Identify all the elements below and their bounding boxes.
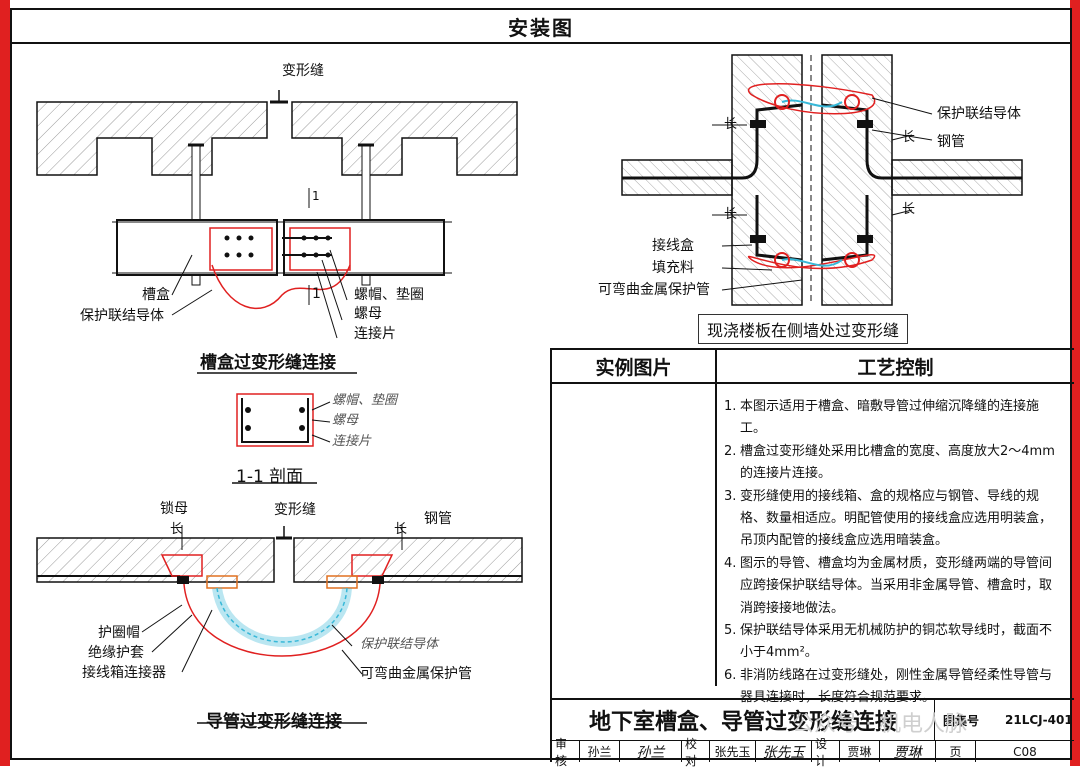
fig4-steel-pipe-label: 钢管	[937, 134, 965, 150]
check-name: 张先玉	[710, 741, 756, 762]
fig2-nut-label: 螺母	[332, 413, 359, 428]
note-item: 4.图示的导管、槽盒均为金属材质，变形缝两端的导管间应跨接保护联结导体。当采用非…	[724, 555, 1053, 616]
fig3-lock-nut-label: 锁母	[160, 501, 188, 517]
right-red-margin	[1070, 0, 1080, 766]
fig3-leaders	[141, 604, 363, 675]
fig1-cut-mark-top: 1	[312, 189, 320, 203]
fig4-dim-1: 长	[724, 117, 738, 132]
design-name: 贾琳	[840, 741, 880, 762]
fig1-leaders	[171, 249, 348, 339]
check-signature: 张先玉	[756, 741, 812, 762]
process-notes: 1.本图示适用于槽盒、暗敷导管过伸缩沉降缝的连接施工。 2.槽盒过变形缝处采用比…	[724, 396, 1064, 710]
fig4-dim-2: 长	[902, 130, 916, 145]
fig1-caption: 槽盒过变形缝连接	[200, 353, 336, 373]
fig1-trunk-label: 槽盒	[142, 287, 170, 303]
fig3-insulating-sleeve-label: 绝缘护套	[88, 645, 144, 661]
watermark: 公众号 · 机电人脉	[792, 712, 967, 737]
note-item: 3.变形缝使用的接线箱、盒的规格应与钢管、导线的规格、数量相适应。明配管使用的接…	[724, 488, 1053, 549]
design-signature: 贾琳	[880, 741, 936, 762]
drawing-canvas	[36, 54, 1023, 724]
photo-area	[552, 382, 717, 686]
page-key: 页	[936, 741, 976, 762]
atlas-label: 图集号	[943, 713, 980, 728]
fig1-link-plate-label: 连接片	[354, 326, 396, 342]
fig1-bond-label: 保护联结导体	[80, 308, 164, 324]
fig2-section	[236, 393, 331, 447]
photo-header: 实例图片	[552, 350, 717, 382]
note-item: 1.本图示适用于槽盒、暗敷导管过伸缩沉降缝的连接施工。	[724, 399, 1040, 437]
drawing-title: 地下室槽盒、导管过变形缝连接	[552, 700, 935, 740]
note-item: 5.保护联结导体采用无机械防护的铜芯软导线时，截面不小于4mm²。	[724, 623, 1053, 661]
fig3-dim-left: 长	[170, 522, 184, 537]
atlas-number: 21LCJ-401	[1005, 713, 1073, 727]
fig4-junction-box-label: 接线盒	[652, 238, 694, 254]
review-signature: 孙兰	[620, 741, 682, 762]
approval-row: 审核 孙兰 孙兰 校对 张先玉 张先玉 设计 贾琳 贾琳 页 C08	[552, 737, 1074, 768]
fig3-slab	[36, 526, 523, 583]
fig4-filler-label: 填充料	[652, 260, 694, 276]
review-key: 审核	[552, 737, 580, 768]
fig4-caption: 现浇楼板在侧墙处过变形缝	[698, 314, 909, 344]
fig4-conduits	[622, 83, 1022, 270]
title-block: 地下室槽盒、导管过变形缝连接 图集号 21LCJ-401 审核 孙兰 孙兰 校对…	[552, 698, 1074, 768]
drawing-sheet: 安装图	[10, 8, 1074, 768]
fig1-cut-mark-bottom: 1	[312, 286, 321, 302]
fig4-walls	[621, 54, 1023, 306]
note-item: 2.槽盒过变形缝处采用比槽盒的宽度、高度放大2～4mm的连接片连接。	[724, 443, 1055, 482]
process-header: 工艺控制	[857, 356, 934, 379]
review-name: 孙兰	[580, 741, 620, 762]
fig3-joint-label: 变形缝	[274, 502, 316, 518]
page-number: C08	[1013, 744, 1037, 759]
atlas-number-block: 图集号 21LCJ-401	[935, 700, 1074, 740]
fig3-steel-pipe-label: 钢管	[424, 511, 452, 527]
fig2-nut-washer-label: 螺帽、垫圈	[332, 393, 398, 408]
panel-header: 实例图片 工艺控制	[552, 350, 1074, 384]
fig2-caption: 1-1 剖面	[236, 467, 304, 487]
fig4-flex-conduit-label: 可弯曲金属保护管	[598, 282, 710, 298]
fig3-conduit	[37, 525, 522, 657]
left-red-margin	[0, 0, 10, 766]
fig4-dim-3: 长	[724, 207, 738, 222]
fig4-bond-label: 保护联结导体	[937, 106, 1021, 122]
fig1-joint-label: 变形缝	[282, 63, 324, 79]
fig1-trunking	[112, 188, 452, 310]
note-item: 6.非消防线路在过变形缝处，刚性金属导管经柔性导管与器具连接时，长度符合规范要求…	[724, 667, 1053, 706]
fig2-link-plate-label: 连接片	[332, 434, 372, 449]
fig3-bond-label: 保护联结导体	[360, 637, 439, 652]
fig3-flex-conduit-label: 可弯曲金属保护管	[360, 666, 472, 682]
fig4-dim-4: 长	[902, 202, 916, 217]
fig3-box-connector-label: 接线箱连接器	[82, 665, 166, 681]
sheet-title: 安装图	[12, 10, 1070, 44]
fig3-bushing-cap-label: 护圈帽	[98, 625, 140, 641]
fig4-leaders	[712, 97, 933, 291]
fig1-slab	[36, 90, 518, 176]
fig1-nut-label: 螺母	[354, 306, 382, 322]
fig3-caption: 导管过变形缝连接	[206, 712, 342, 732]
process-panel: 实例图片 工艺控制 1.本图示适用于槽盒、暗敷导管过伸缩沉降缝的连接施工。 2.…	[550, 348, 1074, 768]
fig3-dim-right: 长	[394, 522, 408, 537]
fig1-hangers	[188, 143, 374, 286]
design-key: 设计	[812, 737, 840, 768]
check-key: 校对	[682, 737, 710, 768]
fig1-nut-washer-label: 螺帽、垫圈	[354, 287, 424, 303]
